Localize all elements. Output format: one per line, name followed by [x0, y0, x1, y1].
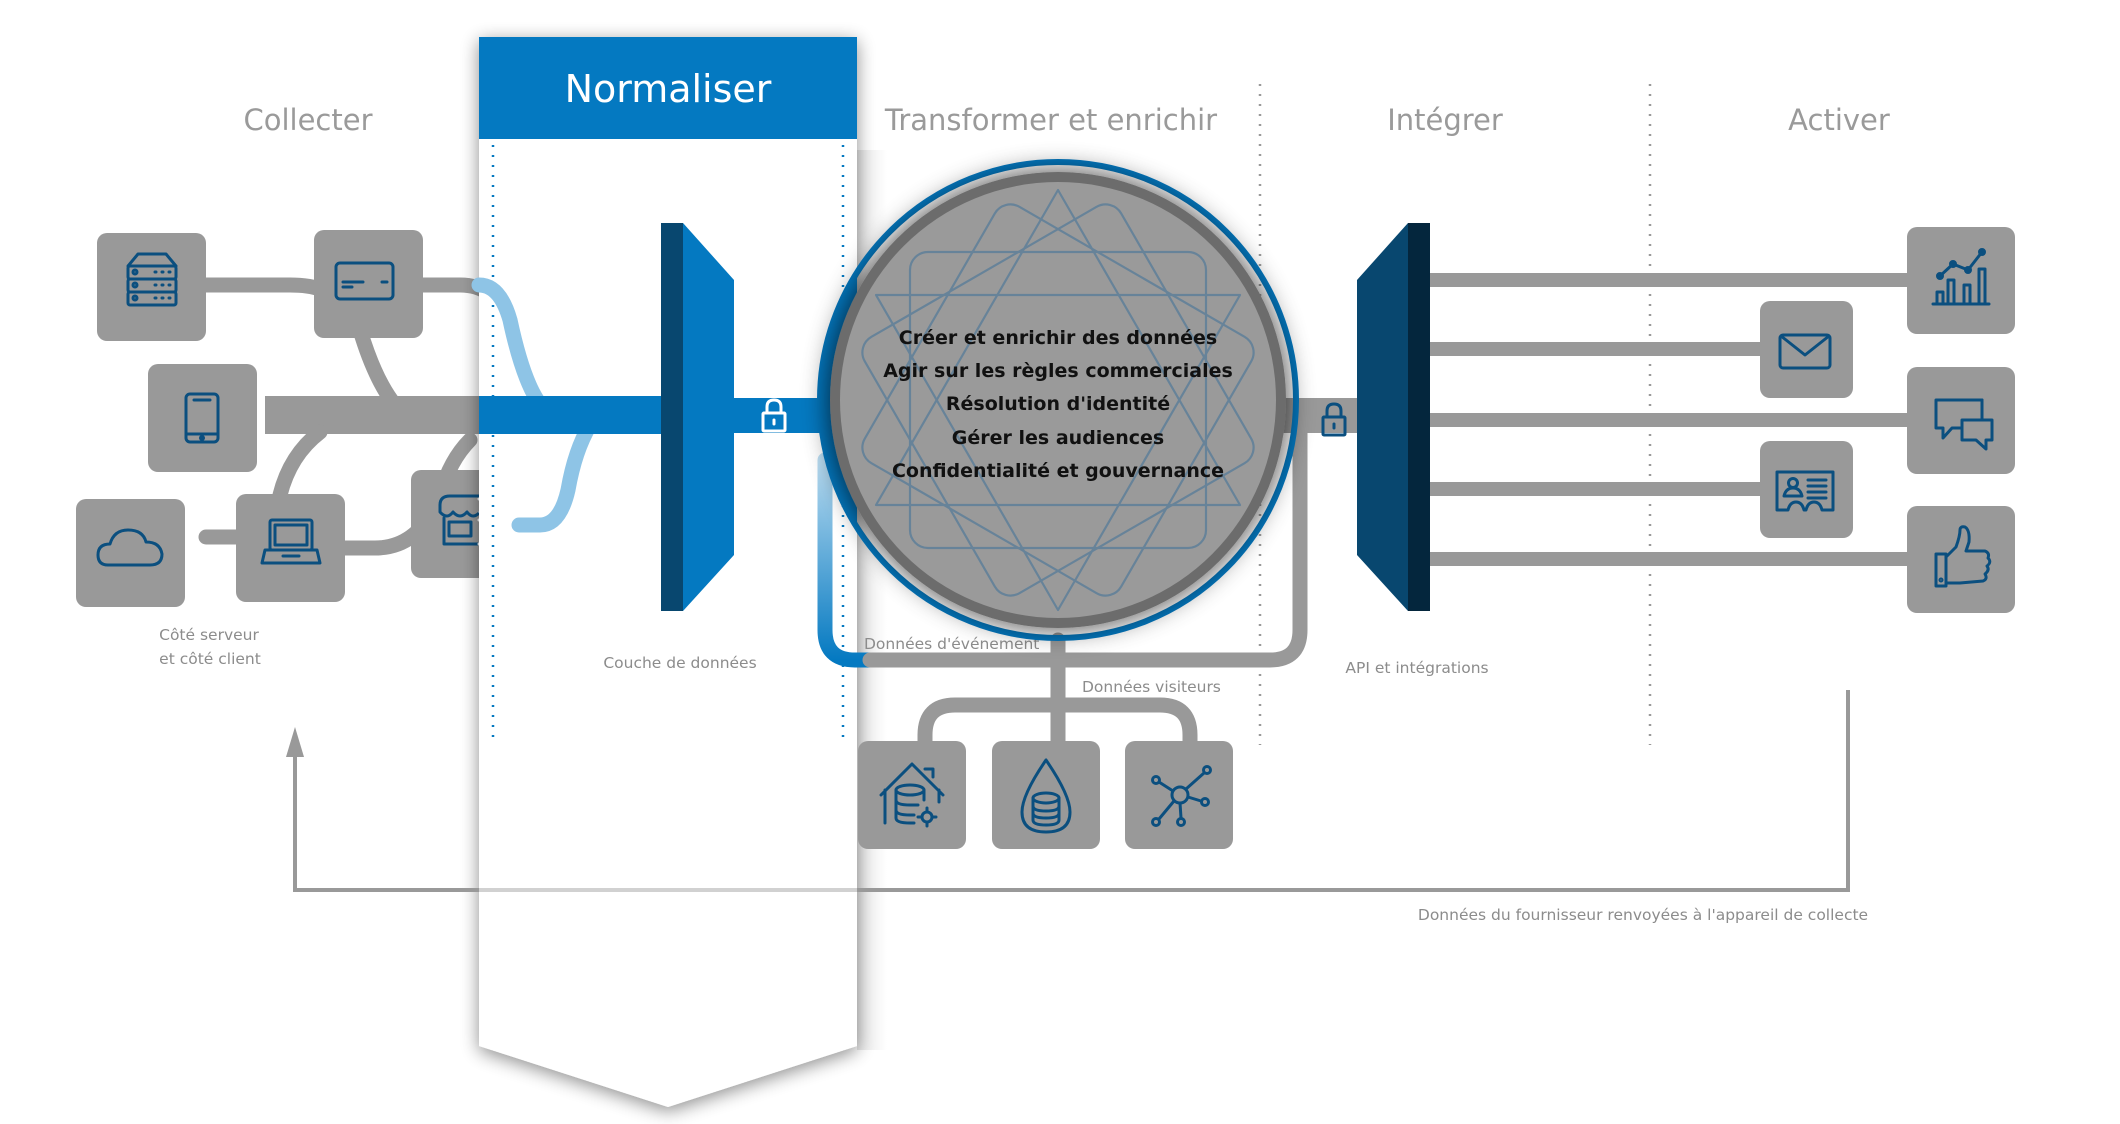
thumbs-up-icon [1934, 525, 1992, 588]
source-laptop [236, 494, 345, 602]
visitor-data-label: Données visiteurs [1082, 678, 1221, 696]
storage-warehouse [858, 741, 966, 849]
hub-capability: Gérer les audiences [952, 427, 1164, 449]
lock-icon [1321, 402, 1347, 437]
stage-title-normalize: Normaliser [565, 67, 772, 111]
event-data-loop [817, 422, 1308, 749]
feedback-loop [286, 690, 1850, 892]
hub: Créer et enrichir des données Agir sur l… [817, 159, 1299, 641]
storage-network [1125, 741, 1233, 849]
data-layer-label: Couche de données [603, 654, 756, 672]
destination-chat [1907, 367, 2015, 474]
data-layer-prism [661, 223, 734, 611]
source-server [97, 233, 206, 341]
arrow-up-icon [286, 727, 304, 757]
hub-capability: Agir sur les règles commerciales [883, 360, 1233, 382]
column-overlap [479, 884, 857, 896]
data-lake-icon [1020, 758, 1072, 834]
hub-capability: Créer et enrichir des données [899, 327, 1217, 349]
stage-title-collect: Collecter [243, 103, 372, 137]
cloud-icon [96, 528, 164, 567]
normalized-flows [471, 277, 668, 533]
source-cloud [76, 499, 185, 607]
feedback-label: Données du fournisseur renvoyées à l'app… [1418, 906, 1868, 924]
destination-analytics [1907, 227, 2015, 334]
stage-title-activate: Activer [1788, 103, 1890, 137]
api-prism [1357, 223, 1430, 611]
network-hub-icon [1151, 765, 1212, 827]
hub-capability: Résolution d'identité [946, 393, 1170, 415]
destination-email [1760, 301, 1853, 398]
stage-title-integrate: Intégrer [1387, 103, 1503, 137]
destination-connectors [1430, 273, 1910, 566]
id-card-icon [1775, 470, 1835, 512]
sources-label-line1: Côté serveur [159, 626, 259, 644]
data-warehouse-icon [879, 762, 945, 828]
lock-icon [761, 398, 787, 433]
hub-pattern [861, 188, 1255, 612]
stage-title-transform: Transformer et enrichir [884, 103, 1217, 137]
api-label: API et intégrations [1345, 659, 1488, 677]
mobile-phone-icon [184, 392, 220, 444]
server-icon [126, 252, 178, 307]
source-payment [314, 230, 423, 338]
sources-label-line2: et côté client [159, 650, 261, 668]
storage-lake [992, 741, 1100, 849]
analytics-chart-icon [1931, 248, 1991, 306]
destination-social [1907, 506, 2015, 613]
destination-profile [1760, 441, 1853, 538]
credit-card-icon [334, 261, 395, 301]
hub-capability: Confidentialité et gouvernance [892, 460, 1224, 482]
chat-bubbles-icon [1934, 398, 1994, 451]
laptop-icon [260, 518, 322, 565]
normalize-header [479, 37, 857, 139]
source-mobile [148, 364, 257, 472]
email-icon [1778, 333, 1832, 370]
event-data-label: Données d'événement [864, 635, 1039, 653]
